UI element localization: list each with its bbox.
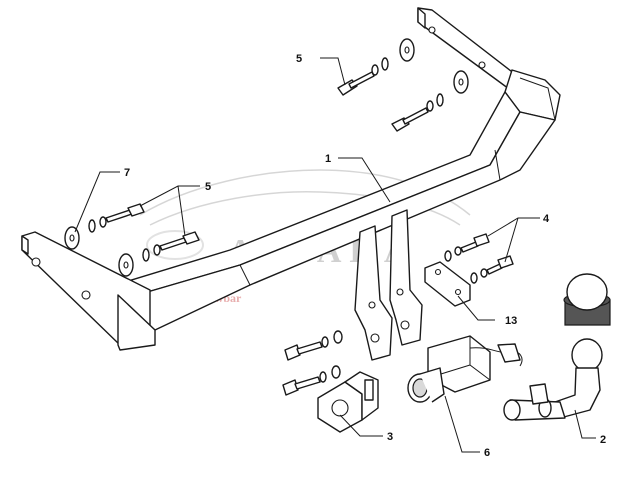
fastener-set-top: [337, 38, 469, 132]
callout-2: 2: [600, 434, 606, 446]
fastener-set-lower: [282, 330, 343, 396]
tow-ball-2: [503, 273, 611, 421]
callout-4: 4: [543, 213, 550, 225]
callout-5-left: 5: [205, 181, 211, 193]
center-tongue-plates: [354, 209, 423, 361]
callout-1: 1: [325, 153, 331, 165]
leader-lines: [74, 57, 596, 453]
fastener-set-left: [64, 203, 200, 277]
callout-3: 3: [387, 431, 393, 443]
callout-7: 7: [124, 167, 130, 179]
callout-13: 13: [505, 315, 517, 327]
callout-5-top: 5: [296, 53, 302, 65]
reinforcing-plate-13: [424, 261, 471, 307]
towbar-crossbar: [21, 7, 561, 351]
callout-labels: 1 2 3 4 5 5 6 7 13: [124, 53, 606, 459]
electrical-socket-6: [407, 335, 523, 403]
callout-6: 6: [484, 447, 490, 459]
socket-bracket-3: [317, 371, 379, 433]
